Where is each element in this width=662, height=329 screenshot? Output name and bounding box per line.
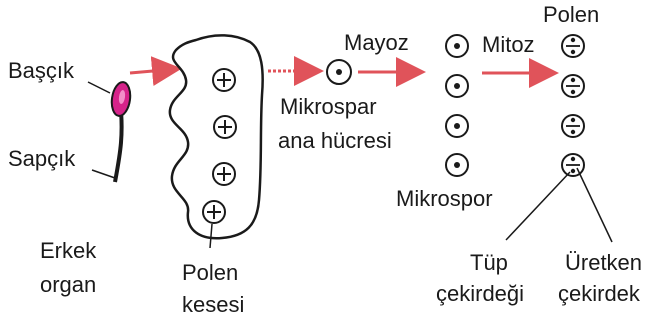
tup-label-2: çekirdeği (436, 281, 524, 306)
pollen-grain-icon (561, 74, 585, 98)
plus-cell-icon (212, 68, 236, 92)
microspore-icon (445, 114, 469, 138)
mayoz-label: Mayoz (344, 30, 409, 55)
bascik-pointer (87, 81, 111, 94)
mikrospar-label-2: ana hücresi (278, 128, 392, 153)
stamen (87, 81, 132, 183)
mother-cell-icon (326, 59, 352, 85)
plus-cell-icon (213, 115, 237, 139)
uretken-label-1: Üretken (565, 250, 642, 275)
microspore-icon (445, 153, 469, 177)
pollen-column (561, 34, 585, 177)
microspore-icon (445, 74, 469, 98)
erkek-organ-label-2: organ (40, 272, 96, 297)
polen-kesesi-label-2: kesesi (182, 292, 244, 317)
anther-highlight-icon (118, 90, 126, 104)
polen-label: Polen (543, 2, 599, 27)
mikrospar-label-1: Mikrospar (280, 94, 377, 119)
plus-cell-icon (202, 200, 226, 224)
sapcik-label: Sapçık (8, 146, 76, 171)
pollen-grain-icon (561, 34, 585, 58)
tup-pointer (505, 171, 571, 241)
uretken-label-2: çekirdek (558, 281, 641, 306)
mikrospor-label: Mikrospor (396, 186, 493, 211)
bascik-label: Başçık (8, 58, 75, 83)
pollen-grain-icon (561, 153, 585, 177)
pollen-sac-outline (168, 34, 264, 240)
tup-label-1: Tüp (470, 250, 508, 275)
mitoz-label: Mitoz (482, 32, 535, 57)
arrow-to-pollen-sac (129, 56, 182, 87)
microspore-column (445, 34, 469, 177)
sapcik-pointer (91, 169, 116, 179)
polen-kesesi-label-1: Polen (182, 260, 238, 285)
pollen-sac-pointer (209, 223, 213, 249)
pollen-sac (168, 34, 264, 249)
uretken-pointer (576, 167, 613, 243)
erkek-organ-label-1: Erkek (40, 238, 97, 263)
plus-cell-icon (212, 162, 236, 186)
pollen-grain-icon (561, 114, 585, 138)
microspore-icon (445, 34, 469, 58)
